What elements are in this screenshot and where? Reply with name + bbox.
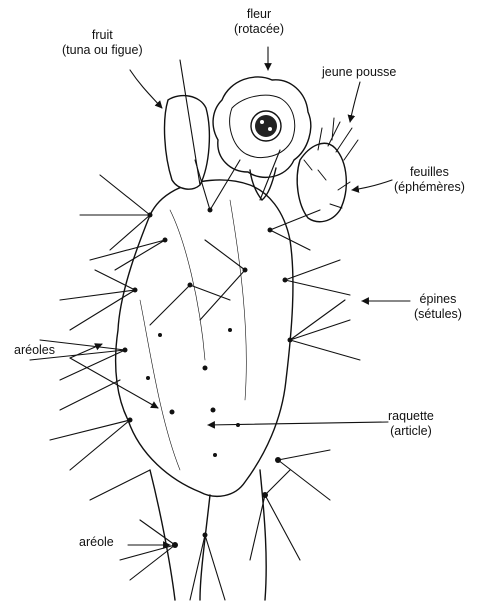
label-fruit: fruit (tuna ou figue)	[62, 28, 143, 58]
label-raquette: raquette (article)	[388, 409, 434, 439]
raquette-pad	[116, 180, 293, 496]
label-fleur-line1: fleur	[234, 7, 284, 22]
label-feuilles-line2: (éphémères)	[394, 180, 465, 195]
label-fleur: fleur (rotacée)	[234, 7, 284, 37]
label-jeune-pousse: jeune pousse	[322, 65, 396, 80]
label-areole-line1: aréole	[79, 535, 114, 550]
label-areole: aréole	[79, 535, 114, 550]
label-fruit-line1: fruit	[62, 28, 143, 43]
label-epines: épines (sétules)	[414, 292, 462, 322]
label-feuilles-line1: feuilles	[394, 165, 465, 180]
fruit-tuna	[165, 96, 210, 190]
label-epines-line1: épines	[414, 292, 462, 307]
label-jeune-pousse-line1: jeune pousse	[322, 65, 396, 80]
label-raquette-line1: raquette	[388, 409, 434, 424]
jeune-pousse	[297, 143, 346, 221]
label-raquette-line2: (article)	[388, 424, 434, 439]
label-fleur-line2: (rotacée)	[234, 22, 284, 37]
label-feuilles: feuilles (éphémères)	[394, 165, 465, 195]
label-epines-line2: (sétules)	[414, 307, 462, 322]
label-areoles-line1: aréoles	[14, 343, 55, 358]
label-fruit-line2: (tuna ou figue)	[62, 43, 143, 58]
label-areoles: aréoles	[14, 343, 55, 358]
